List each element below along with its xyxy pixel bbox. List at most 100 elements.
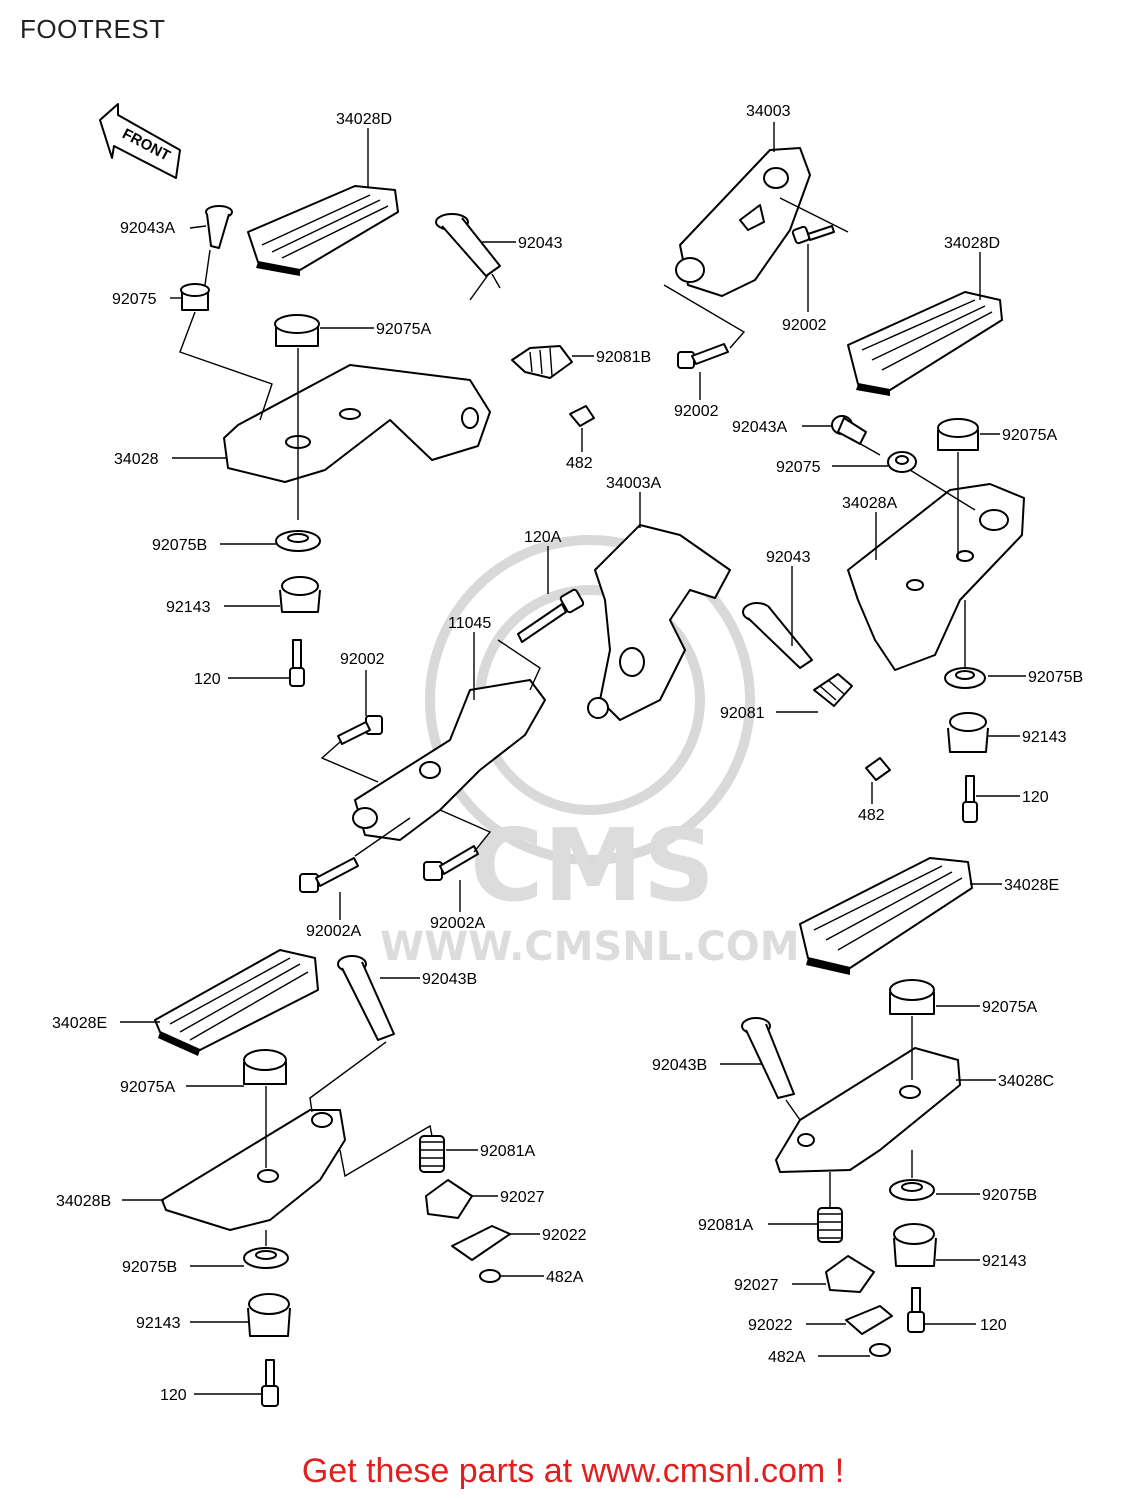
plate-92022-left bbox=[451, 1225, 511, 1261]
label-34028d-right: 34028D bbox=[944, 235, 1000, 252]
label-92043b-left: 92043B bbox=[422, 971, 477, 988]
exploded-parts-diagram: CMS WWW.CMSNL.COM FRONT bbox=[52, 103, 1083, 1407]
damper-92143-top-left bbox=[279, 576, 321, 613]
label-34028a: 34028A bbox=[842, 495, 897, 512]
clip-482a-left bbox=[479, 1269, 501, 1283]
pin-92043-center bbox=[742, 602, 813, 669]
damper-92143-right bbox=[947, 712, 989, 753]
label-92002-center: 92002 bbox=[340, 651, 385, 668]
label-34028e-left: 34028E bbox=[52, 1015, 107, 1032]
label-92002a-right: 92002A bbox=[430, 915, 485, 932]
spring-92081b bbox=[511, 345, 573, 379]
pin-92043b-right bbox=[741, 1017, 795, 1099]
clip-482-top bbox=[569, 405, 595, 427]
label-11045: 11045 bbox=[448, 615, 491, 632]
footrest-34028a bbox=[847, 483, 1025, 671]
collar-92075-right bbox=[887, 451, 917, 473]
label-92075b-right: 92075B bbox=[1028, 669, 1083, 686]
footrest-rubber-34028e-left bbox=[154, 949, 319, 1056]
label-92043b-right: 92043B bbox=[652, 1057, 707, 1074]
watermark-url: WWW.CMSNL.COM bbox=[380, 924, 800, 970]
page-title: FOOTREST bbox=[20, 14, 166, 44]
bolt-92002-bracket-right bbox=[791, 225, 835, 245]
bolt-92002-center bbox=[337, 715, 383, 745]
label-482-right: 482 bbox=[858, 807, 885, 824]
plate-92022-right bbox=[845, 1305, 893, 1335]
label-120-right: 120 bbox=[1022, 789, 1049, 806]
label-92143-bottom-right: 92143 bbox=[982, 1253, 1027, 1270]
label-92081b: 92081B bbox=[596, 349, 651, 366]
label-120a: 120A bbox=[524, 529, 562, 546]
damper-92075a-bottom-left bbox=[243, 1049, 287, 1085]
label-34028c: 34028C bbox=[998, 1073, 1054, 1090]
damper-92143-bottom-right bbox=[893, 1223, 937, 1267]
label-482a-left: 482A bbox=[546, 1269, 584, 1286]
label-92143-bottom-left: 92143 bbox=[136, 1315, 181, 1332]
label-34028e-right: 34028E bbox=[1004, 877, 1059, 894]
promo-footer-link[interactable]: Get these parts at www.cmsnl.com ! bbox=[301, 1452, 845, 1490]
label-92075-left: 92075 bbox=[112, 291, 157, 308]
label-120-bottom-right: 120 bbox=[980, 1317, 1007, 1334]
label-34003a: 34003A bbox=[606, 475, 661, 492]
spring-92081a-left bbox=[419, 1135, 445, 1173]
label-92075a-bottom-left: 92075A bbox=[120, 1079, 175, 1096]
footrest-rubber-34028e-right bbox=[799, 857, 973, 975]
assembly-lines bbox=[179, 197, 976, 1246]
damper-92075a-bottom-right bbox=[889, 979, 935, 1015]
spring-92081a-right bbox=[817, 1207, 843, 1243]
washer-92075b-bottom-right bbox=[889, 1179, 935, 1201]
label-92002-right: 92002 bbox=[782, 317, 827, 334]
stopper-92027-right bbox=[825, 1255, 875, 1293]
label-92143-left: 92143 bbox=[166, 599, 211, 616]
washer-92075b-bottom-left bbox=[243, 1247, 289, 1269]
label-92022-left: 92022 bbox=[542, 1227, 587, 1244]
bracket-11045 bbox=[352, 679, 546, 841]
label-34003: 34003 bbox=[746, 103, 791, 120]
pin-92043a-right bbox=[831, 415, 867, 445]
pin-92043b-left bbox=[337, 955, 395, 1041]
bolt-92002-middle bbox=[677, 343, 729, 369]
stopper-92027-left bbox=[425, 1179, 473, 1219]
front-arrow-icon: FRONT bbox=[99, 103, 181, 179]
bolt-120-right bbox=[962, 775, 978, 823]
label-92075a-bottom-right: 92075A bbox=[982, 999, 1037, 1016]
label-92081: 92081 bbox=[720, 705, 765, 722]
label-92081a-left: 92081A bbox=[480, 1143, 535, 1160]
spring-92081 bbox=[813, 673, 853, 707]
label-92075a-left: 92075A bbox=[376, 321, 431, 338]
washer-92075b-top-left bbox=[275, 530, 321, 552]
footrest-rubber-top-left bbox=[247, 185, 399, 276]
bolt-120-bottom-left bbox=[261, 1359, 279, 1407]
label-92081a-right: 92081A bbox=[698, 1217, 753, 1234]
label-92027-left: 92027 bbox=[500, 1189, 545, 1206]
label-92075b-left: 92075B bbox=[152, 537, 207, 554]
leader-lines bbox=[120, 122, 1026, 1395]
label-92043-top: 92043 bbox=[518, 235, 563, 252]
bolt-120a bbox=[517, 588, 585, 643]
label-92002-middle: 92002 bbox=[674, 403, 719, 420]
collar-92075-top-left bbox=[180, 283, 210, 311]
label-120-bottom-left: 120 bbox=[160, 1387, 187, 1404]
bracket-34003 bbox=[675, 147, 811, 297]
bolt-120-bottom-right bbox=[907, 1287, 925, 1333]
label-482a-right: 482A bbox=[768, 1349, 806, 1366]
damper-92143-bottom-left bbox=[247, 1293, 291, 1337]
bracket-34003a bbox=[587, 524, 731, 721]
footrest-34028c bbox=[775, 1047, 961, 1173]
label-92043a-left: 92043A bbox=[120, 220, 175, 237]
damper-92075a-right bbox=[937, 418, 979, 451]
bolt-92002a-right bbox=[423, 845, 479, 881]
label-92075b-bottom-left: 92075B bbox=[122, 1259, 177, 1276]
label-92043a-right: 92043A bbox=[732, 419, 787, 436]
label-34028: 34028 bbox=[114, 451, 159, 468]
clip-482-right bbox=[865, 757, 891, 781]
clip-482a-right bbox=[869, 1343, 891, 1357]
label-92002a-left: 92002A bbox=[306, 923, 361, 940]
footrest-rubber-34028d-right bbox=[847, 291, 1003, 396]
bolt-92002a-left bbox=[299, 857, 359, 893]
bolt-120-top-left bbox=[289, 639, 305, 687]
label-92075b-bottom-right: 92075B bbox=[982, 1187, 1037, 1204]
label-92075-right: 92075 bbox=[776, 459, 821, 476]
label-92022-right: 92022 bbox=[748, 1317, 793, 1334]
footrest-34028-top-left bbox=[223, 364, 491, 483]
